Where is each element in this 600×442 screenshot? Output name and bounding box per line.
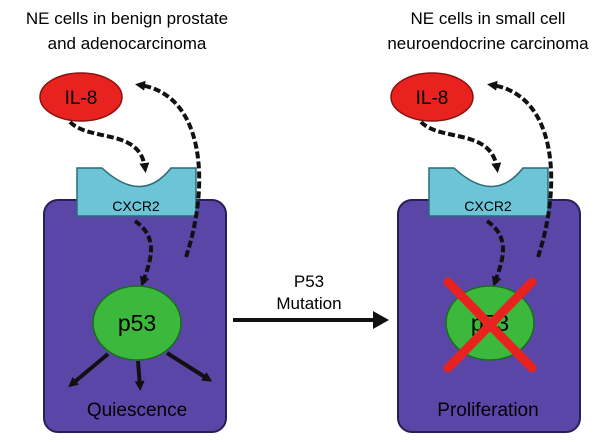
left-arrow-il8-to-receptor: [68, 120, 150, 173]
right-cxcr2-label: CXCR2: [464, 198, 512, 214]
left-cell-group: CXCR2 IL-8 p53 Quiescence: [39, 72, 227, 433]
left-outcome-label: Quiescence: [87, 400, 187, 421]
mutation-transition: P53 Mutation: [233, 272, 389, 329]
left-cxcr2-receptor: [76, 167, 197, 217]
left-arrow-receptor-to-p53: [133, 219, 153, 287]
right-title-line2: neuroendocrine carcinoma: [387, 34, 589, 53]
mutation-label-line1: P53: [294, 272, 324, 291]
left-cxcr2-label: CXCR2: [112, 198, 160, 214]
left-arrow-down-left: [68, 352, 110, 388]
left-p53-label: p53: [118, 310, 156, 336]
inhibition-cross-icon: [443, 277, 537, 373]
right-arrow-il8-to-receptor: [419, 120, 502, 173]
left-arrow-down-center: [134, 360, 145, 391]
left-il8-ligand: [39, 72, 123, 122]
left-arrow-feedback: [135, 80, 202, 258]
right-title-line1: NE cells in small cell: [411, 9, 566, 28]
left-arrow-down-right: [165, 351, 213, 382]
right-cell-group: CXCR2 IL-8 p53 Proliferation: [390, 72, 581, 433]
right-cxcr2-receptor: [428, 167, 549, 217]
left-p53-protein: [92, 285, 182, 361]
right-arrow-receptor-to-p53: [485, 219, 505, 287]
left-title-line1: NE cells in benign prostate: [26, 9, 228, 28]
right-outcome-label: Proliferation: [437, 400, 538, 421]
mutation-label-line2: Mutation: [276, 294, 341, 313]
right-il8-label: IL-8: [416, 88, 449, 109]
left-title-line2: and adenocarcinoma: [48, 34, 207, 53]
right-il8-ligand: [390, 72, 474, 122]
right-arrow-feedback: [487, 80, 554, 258]
left-il8-label: IL-8: [65, 88, 98, 109]
